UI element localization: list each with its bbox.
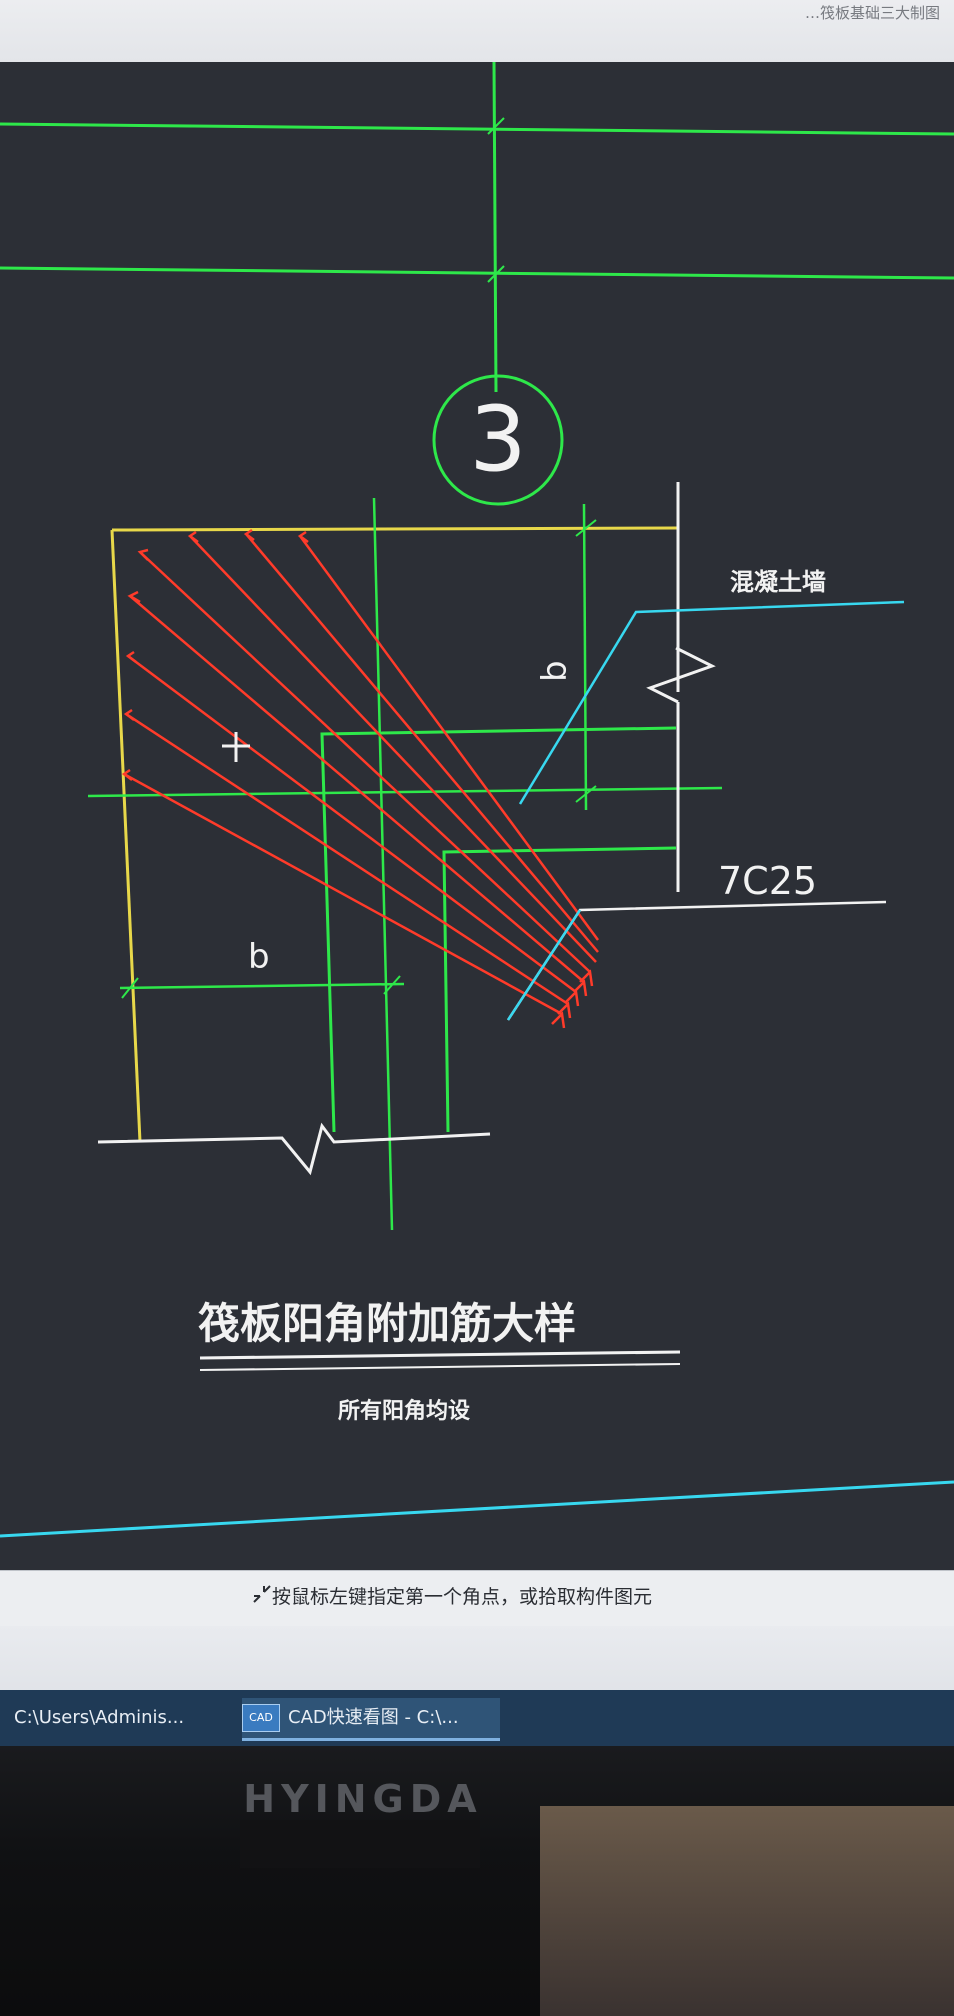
command-line-bar[interactable] [0,1570,954,1627]
label-wall: 混凝土墙 [730,567,826,596]
axis-line [492,62,498,393]
corner-rebars [121,528,600,1029]
axis-line [0,122,954,136]
pick-cursor-icon [253,1585,271,1603]
window-title-strip: …筏板基础三大制图 [0,0,954,62]
taskbar-item-label: CAD快速看图 - C:\... [288,1707,459,1728]
dim-b-vertical: b [535,660,575,682]
leader-wall [518,600,905,805]
taskbar-item-cad-viewer[interactable]: CAD CAD快速看图 - C:\... [242,1698,500,1741]
label-rebar: 7C25 [718,859,817,903]
window-title: …筏板基础三大制图 [804,4,940,22]
raft-edge-top [111,526,679,532]
desk-background [540,1806,954,2016]
cad-drawing: 3 b b [0,62,954,1538]
section-marker-label: 3 [469,387,526,492]
command-prompt: 按鼠标左键指定第一个角点，或拾取构件图元 [272,1586,653,1608]
monitor-brand-logo: HYINGDA [243,1777,483,1821]
axis-line [0,266,954,280]
taskbar-item-explorer[interactable]: C:\Users\Adminis... [14,1707,185,1728]
cad-drawing-canvas[interactable]: 3 b b [0,62,954,1617]
monitor-stand [240,1820,480,1868]
detail-subtitle: 所有阳角均设 [338,1398,470,1424]
detail-title: 筏板阳角附加筋大样 [198,1299,576,1348]
raft-edge-left [110,529,142,1143]
dim-b-horizontal: b [248,937,270,977]
section-marker-circle [432,374,564,506]
cad-app-icon: CAD [242,1704,280,1732]
